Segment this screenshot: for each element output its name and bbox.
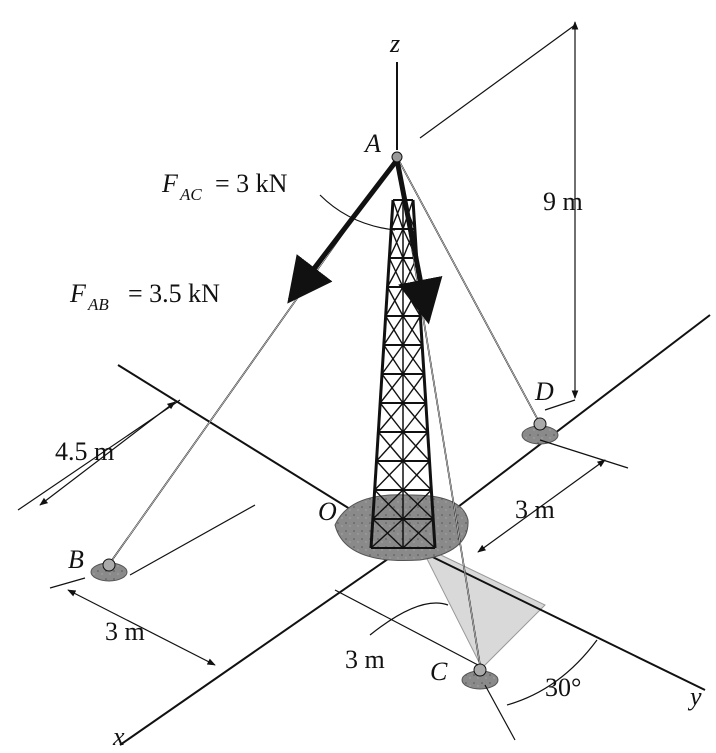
anchor-d [521,417,559,445]
fac-leader [319,194,396,231]
force-label-fab: F AB = 3.5 kN [69,279,220,314]
joint-a [391,151,403,163]
point-label-c: C [430,657,448,686]
axis-label-y: y [687,682,702,711]
dim-dy: 3 m [515,495,555,524]
force-arrow-ac [394,159,443,325]
dimension-lines [17,21,629,741]
point-label-d: D [534,377,554,406]
force-arrow-ab [287,158,399,304]
svg-text:= 3.5 kN: = 3.5 kN [128,279,220,308]
point-label-a: A [363,129,381,158]
force-label-fac: F AC = 3 kN [161,169,288,204]
dim-angle: 30° [545,673,581,702]
svg-text:AC: AC [179,185,202,204]
svg-text:F: F [161,169,179,198]
svg-text:AB: AB [87,295,109,314]
y-axis-line [407,544,706,691]
dim-bx: 4.5 m [55,437,114,466]
dim-cx: 3 m [345,645,385,674]
dim-by: 3 m [105,617,145,646]
x-axis-line [119,544,409,746]
tower-lattice [369,199,437,549]
anchor-c [461,663,499,690]
axis-label-x: x [112,722,125,751]
shaded-region [418,543,546,669]
svg-text:F: F [69,279,87,308]
point-label-o: O [318,497,337,526]
dim-height: 9 m [543,187,583,216]
svg-text:= 3 kN: = 3 kN [215,169,288,198]
point-label-b: B [68,545,84,574]
axis-label-z: z [389,29,400,58]
anchor-b [90,558,128,582]
base-pad [334,494,469,562]
